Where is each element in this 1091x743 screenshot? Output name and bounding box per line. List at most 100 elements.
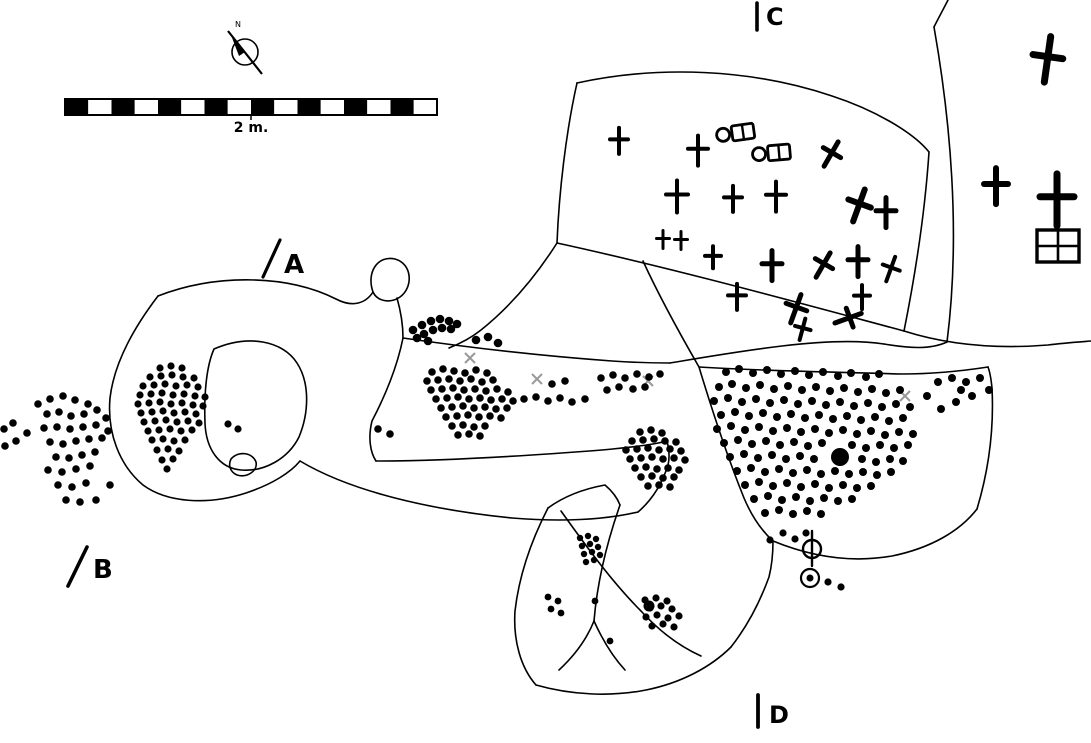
cupmark-dot <box>156 364 164 372</box>
rock-outline <box>933 26 955 343</box>
cupmark-dot <box>798 386 806 394</box>
cupmark-dot <box>642 613 650 621</box>
cupmark-dot <box>768 451 776 459</box>
cupmark-dot <box>733 467 741 475</box>
cupmark-dot <box>454 393 462 401</box>
cupmark-dot <box>177 427 185 435</box>
cupmark-dot <box>445 375 453 383</box>
cupmark-dot <box>465 395 473 403</box>
cupmark-dot <box>34 400 42 408</box>
cupmark-dot <box>482 387 490 395</box>
cupmark-dot <box>872 458 880 466</box>
cupmark-dot <box>148 436 156 444</box>
cupmark-dot <box>734 436 742 444</box>
cupmark-dot <box>481 403 489 411</box>
cupmark-dot <box>775 506 783 514</box>
cupmark-dot <box>493 385 501 393</box>
rock-outline <box>369 337 404 462</box>
scale-bar-segment <box>413 99 437 115</box>
cross-petroglyph <box>608 125 630 156</box>
cupmark-dot <box>664 614 672 622</box>
cupmark-dot <box>166 425 174 433</box>
scale-bar-segment <box>367 99 391 115</box>
cupmark-dot <box>639 436 647 444</box>
cupmark-dot <box>497 414 505 422</box>
rock-outline <box>593 504 621 622</box>
cupmark-dot <box>666 445 674 453</box>
cupmark-dot <box>653 611 661 619</box>
cupmark-dot <box>672 438 680 446</box>
cupmark-dot <box>858 455 866 463</box>
cupmark-dot <box>670 473 678 481</box>
cupmark-dot <box>748 440 756 448</box>
cupmark-dot <box>742 384 750 392</box>
cupmark-dot <box>134 400 142 408</box>
cupmark-dot <box>102 414 110 422</box>
cupmark-dot <box>769 482 777 490</box>
cupmark-dot <box>791 535 799 543</box>
cupmark-dot <box>586 540 594 548</box>
cupmark-dot <box>818 439 826 447</box>
cupmark-dot <box>655 446 663 454</box>
cupmark-dot <box>648 472 656 480</box>
cupmark-dot <box>472 366 480 374</box>
cupmark-dot <box>968 392 976 400</box>
cupmark-dot <box>848 441 856 449</box>
cupmark-dot <box>408 325 418 335</box>
cupmark-dot <box>670 623 678 631</box>
rock-outline <box>730 540 774 648</box>
cupmark-dot <box>652 594 660 602</box>
cupmark-dot <box>741 426 749 434</box>
cupmark-dot <box>439 365 447 373</box>
cupmark-dot <box>775 465 783 473</box>
rock-outline <box>593 620 626 671</box>
cupmark-dot <box>750 495 758 503</box>
cupmark-dot <box>805 371 813 379</box>
cupmark-dot <box>657 602 665 610</box>
cupmark-dot <box>180 390 188 398</box>
cupmark-dot <box>162 416 170 424</box>
scale-bar-segment <box>344 99 368 115</box>
cupmark-dot <box>181 436 189 444</box>
north-arrow-compass: N <box>227 20 263 75</box>
cupmark-dot <box>762 437 770 445</box>
cupmark-dot <box>853 484 861 492</box>
cupmark-dot <box>710 397 718 405</box>
cupmark-dot <box>470 404 478 412</box>
rock-outline <box>698 366 774 542</box>
cross-petroglyph <box>820 139 844 169</box>
cupmark-dot <box>621 374 629 382</box>
cupmark-dot <box>648 453 656 461</box>
cupmark-dot <box>448 422 456 430</box>
scale-bar-segment <box>390 99 414 115</box>
cupmark-dot <box>909 430 917 438</box>
cupmark-dot <box>137 409 145 417</box>
cupmark-dot <box>544 397 552 405</box>
cupmark-dot <box>52 453 60 461</box>
cupmark-dot <box>644 444 652 452</box>
cupmark-dot <box>899 457 907 465</box>
cupmark-dot <box>797 428 805 436</box>
section-label-b: B <box>93 555 113 585</box>
cupmark-dot <box>857 416 865 424</box>
cupmark-dot <box>547 605 555 613</box>
cupmark-dot <box>923 392 931 400</box>
cupmark-dot <box>853 430 861 438</box>
cupmark-dot <box>628 437 636 445</box>
cupmark-dot <box>871 413 879 421</box>
cupmark-dot <box>811 425 819 433</box>
rock-outline <box>513 507 549 686</box>
cupmark-dot <box>578 542 586 550</box>
cupmark-dot <box>465 430 473 438</box>
scale-bar-segment <box>251 99 275 115</box>
cupmark-dot <box>789 510 797 518</box>
cupmark-dot <box>675 612 683 620</box>
cupmark-dot <box>862 373 870 381</box>
cupmark-dot <box>848 495 856 503</box>
cupmark-dot <box>631 464 639 472</box>
cupmark-dot <box>738 398 746 406</box>
cupmark-dot <box>650 435 658 443</box>
cupmark-dot <box>68 483 76 491</box>
cupmark-dot <box>201 393 209 401</box>
cross-petroglyph <box>1029 33 1067 86</box>
